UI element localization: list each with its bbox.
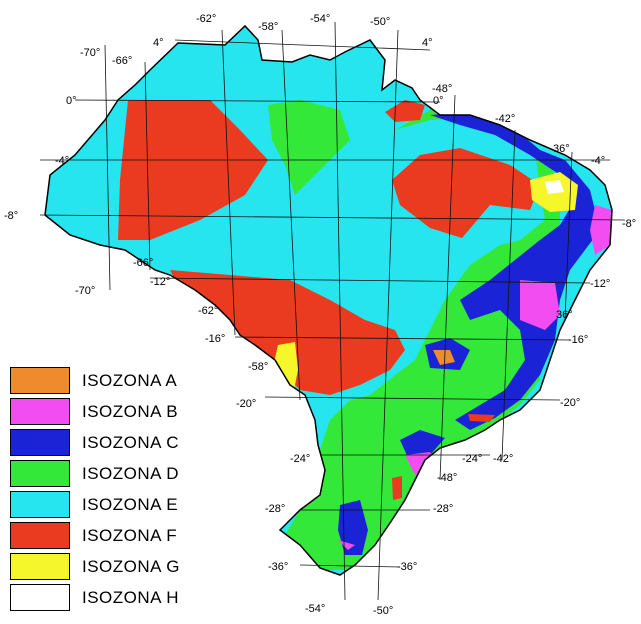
lat-label: 4° [422,37,433,49]
coordinate-labels: -62° -58° -54° -50° 4° 4° -70° -66° 0° 0… [4,13,636,617]
legend-swatch [10,584,70,611]
lat-label: 0° [433,95,444,107]
zone-c-se-region [400,430,445,462]
legend-item: ISOZONA F [10,520,260,551]
legend-label: ISOZONA H [82,587,180,607]
lat-label: -4° [55,155,69,167]
legend-swatch [10,491,70,518]
zone-b-spot-region [338,540,355,550]
lat-label: -8° [4,210,18,222]
legend-swatch [10,522,70,549]
lat-label: -16° [568,334,588,346]
lat-label: 0° [66,95,77,107]
legend-item: ISOZONA A [10,365,260,396]
zone-a-region [433,350,455,365]
zone-f-northwest-region [118,100,268,240]
zone-f-center-region [170,270,405,395]
zone-f-se-region [468,414,495,422]
lon-label: -58° [248,361,268,373]
legend-swatch [10,429,70,456]
legend-item: ISOZONA E [10,489,260,520]
lon-label: -70° [75,285,95,297]
lat-label: -28° [433,503,453,515]
legend-item: ISOZONA C [10,427,260,458]
zone-h-region [545,180,564,194]
lon-label: 36° [553,143,570,155]
zone-c-region [430,112,600,430]
legend-swatch [10,398,70,425]
lon-label: -62° [198,305,218,317]
lat-label: -24° [290,453,310,465]
lat-label: -36° [268,561,288,573]
lon-label: -48° [432,83,452,95]
lon-label: -48° [437,472,457,484]
lat-label: -12° [150,276,170,288]
lon-label: -54° [305,603,325,615]
zone-f-south-region [392,476,402,500]
legend-item: ISOZONA G [10,551,260,582]
lat-label: -16° [205,333,225,345]
legend-label: ISOZONA G [82,556,181,576]
lat-label: -20° [560,397,580,409]
lat-label: -12° [590,278,610,290]
zone-c-south-region [338,500,368,555]
lat-label: 4° [153,37,164,49]
lon-label: -62° [196,13,216,25]
lat-label: -28° [265,503,285,515]
lat-label: -24° [462,453,482,465]
legend-label: ISOZONA E [82,494,179,514]
lon-label: -42° [495,113,515,125]
legend-swatch [10,553,70,580]
legend: ISOZONA A ISOZONA B ISOZONA C ISOZONA D … [10,365,260,613]
zone-b-east-region [590,205,612,255]
lon-label: -70° [80,47,100,59]
legend-label: ISOZONA C [82,432,180,452]
legend-item: ISOZONA D [10,458,260,489]
legend-item: ISOZONA H [10,582,260,613]
lon-label: -58° [258,21,278,33]
graticule [39,21,626,601]
legend-swatch [10,460,70,487]
zone-f-northeast-region [392,148,540,238]
lon-label: -66° [133,257,153,269]
lon-label: 36° [556,309,573,321]
legend-label: ISOZONA F [82,525,178,545]
lon-label: -66° [112,55,132,67]
lon-label: -42° [493,453,513,465]
legend-label: ISOZONA A [82,370,178,390]
legend-item: ISOZONA B [10,396,260,427]
lon-label: -54° [310,13,330,25]
zone-b-region [520,280,560,330]
legend-swatch [10,367,70,394]
lat-label: -36° [397,561,417,573]
lat-label: -8° [622,218,636,230]
legend-label: ISOZONA B [82,401,179,421]
lat-label: -20° [236,398,256,410]
lat-label: -4° [591,155,605,167]
lon-label: -50° [370,16,390,28]
legend-label: ISOZONA D [82,463,180,483]
lon-label: -50° [373,605,393,617]
